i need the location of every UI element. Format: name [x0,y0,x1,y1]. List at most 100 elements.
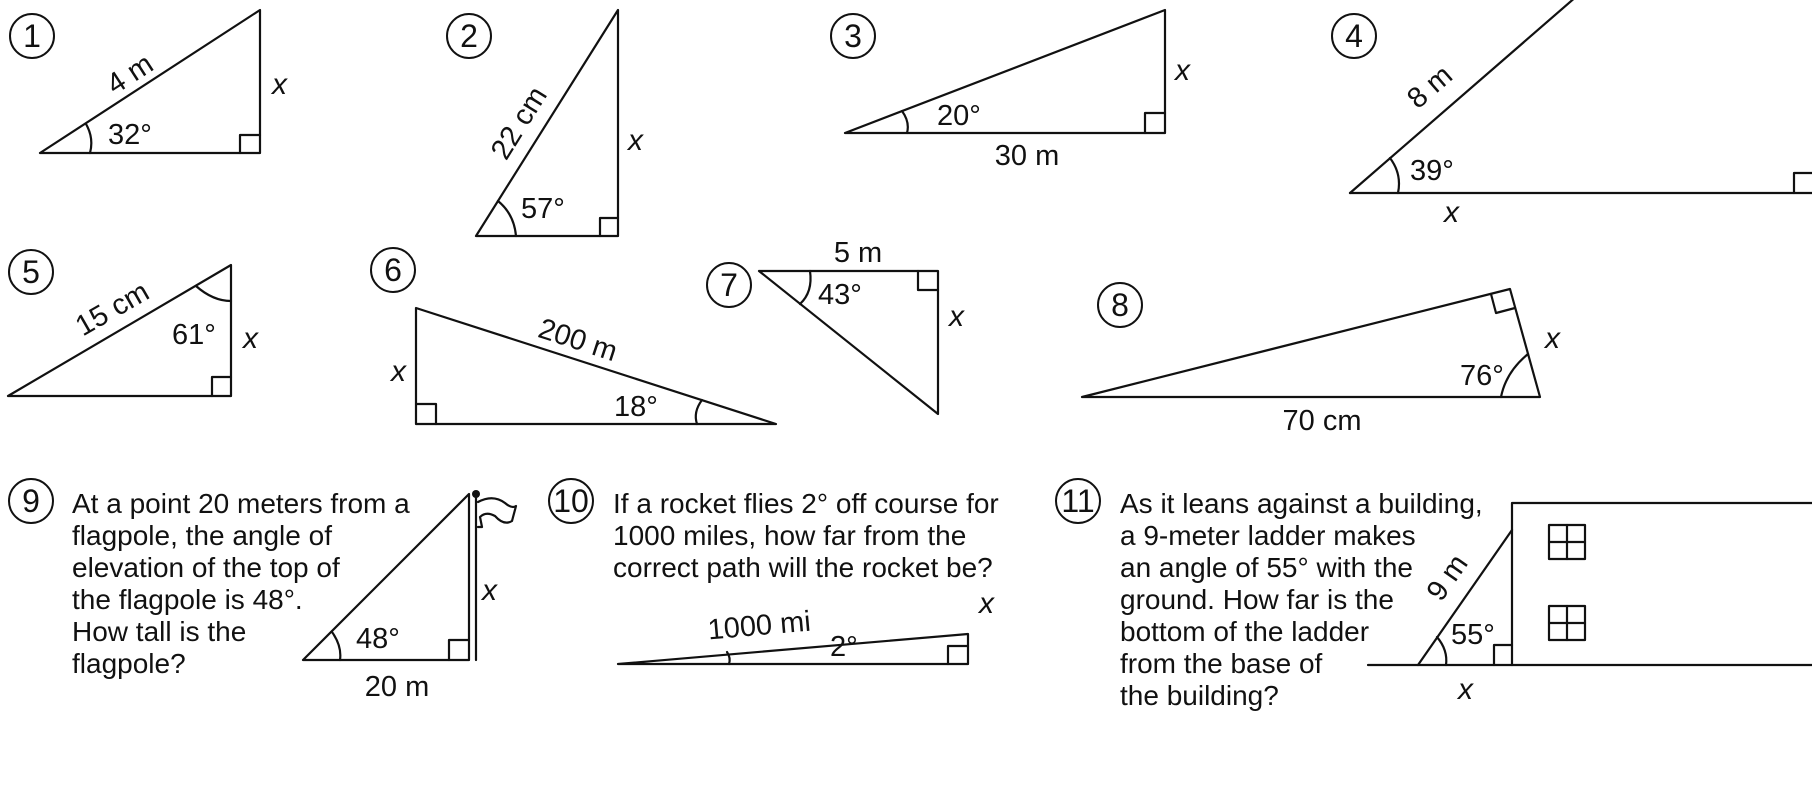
problem-11-building [1510,501,1812,667]
problem-6-triangle [414,306,778,426]
problem-2-angle-arc [496,199,518,238]
problem-9-text-line-5: How tall is the [72,616,246,647]
problem-5: 5 15 cm 61° x [6,249,259,398]
problem-6-number-circle [370,247,416,293]
problem-10-right-angle-mark [946,644,970,666]
problem-2-triangle [474,8,620,238]
problem-10-text-line-1: If a rocket flies 2° off course for [613,488,999,519]
problem-9-flagpole-top [472,490,480,498]
problem-7-unknown-label: x [947,300,965,333]
problem-4-hypotenuse-line [1348,0,1575,195]
problem-9: 9 At a point 20 meters from a flagpole, … [8,478,518,703]
problem-11-number-circle [1055,478,1101,524]
problem-2: 2 22 cm 57° x [446,8,644,238]
problem-7-triangle [757,269,940,416]
problem-9-flag-icon [476,497,518,529]
problem-1-triangle [38,8,262,155]
problem-1-angle-arc [84,122,93,155]
problem-11-text-line-4: ground. How far is the [1120,584,1394,615]
problem-11-number: 11 [1061,483,1094,519]
problem-9-text-line-2: flagpole, the angle of [72,520,332,551]
problem-2-angle-label: 57° [521,193,565,225]
problem-3-right-angle-mark [1143,111,1167,135]
problem-11-text-line-6: from the base of [1120,648,1323,679]
problem-8-angle-arc [1499,352,1530,399]
problem-8-triangle [1080,287,1542,399]
problem-5-angle-arc [194,284,233,303]
problem-5-number-circle [8,249,54,295]
problem-1-number: 1 [23,18,41,54]
problem-3-triangle [843,8,1167,135]
problem-3-number-circle [830,13,876,59]
problem-10-unknown-label: x [977,587,995,620]
problem-11-hypotenuse-label: 9 m [1421,549,1475,607]
problem-11: 11 As it leans against a building, a 9-m… [1055,478,1812,711]
problem-3-number: 3 [844,18,862,54]
problem-10-text-line-3: correct path will the rocket be? [613,552,993,583]
problem-7-right-angle-mark [916,269,940,292]
problem-4-unknown-label: x [1442,196,1460,229]
problem-11-text-line-7: the building? [1120,680,1279,711]
problem-10-hypotenuse-label: 1000 mi [706,606,812,647]
problem-9-text-line-6: flagpole? [72,648,186,679]
problem-8: 8 76° 70 cm x [1080,282,1561,437]
problem-11-text-line-2: a 9-meter ladder makes [1120,520,1416,551]
problem-3-angle-arc [900,109,909,135]
problem-11-angle-label: 55° [1451,619,1495,651]
problem-11-angle-arc [1435,635,1448,667]
problem-7-angle-arc [798,269,812,306]
problem-9-number: 9 [22,483,40,519]
problem-9-right-angle-mark [447,638,471,662]
problem-2-hypotenuse-label: 22 cm [485,81,554,165]
problem-11-text-line-5: bottom of the ladder [1120,616,1369,647]
problem-9-triangle [301,492,471,662]
problem-8-right-angle-mark [1489,292,1517,315]
problem-6-right-angle-mark [414,402,438,426]
problem-9-unknown-label: x [480,574,498,607]
problem-1-hypotenuse-label: 4 m [101,48,159,101]
problem-11-text-line-3: an angle of 55° with the [1120,552,1413,583]
problem-8-base-label: 70 cm [1283,405,1362,437]
problem-7-number: 7 [720,267,738,303]
problem-10: 10 If a rocket flies 2° off course for 1… [548,478,999,666]
problem-5-number: 5 [22,254,40,290]
problem-1-right-angle-mark [238,133,262,155]
problem-2-unknown-label: x [626,124,644,157]
problem-1-number-circle [9,13,55,59]
problem-11-ladder [1416,528,1514,667]
problem-8-number-circle [1097,282,1143,328]
problem-4-number-circle [1331,13,1377,59]
problem-7: 7 5 m 43° x [706,237,965,416]
problem-5-angle-label: 61° [172,319,216,351]
problem-3-unknown-label: x [1173,54,1191,87]
problem-9-text-line-1: At a point 20 meters from a [72,488,410,519]
problem-2-right-angle-mark [598,216,620,238]
problem-3: 3 20° 30 m x [830,8,1191,172]
problem-8-unknown-label: x [1543,322,1561,355]
problem-2-number-circle [446,13,492,59]
problem-5-unknown-label: x [241,322,259,355]
problem-8-number: 8 [1111,287,1129,323]
problem-9-text-line-4: the flagpole is 48°. [72,584,303,615]
problem-9-angle-arc [330,630,342,662]
problem-6-unknown-label: x [389,355,407,388]
problem-7-top-label: 5 m [834,237,882,269]
problem-2-number: 2 [460,18,478,54]
problem-1-angle-label: 32° [108,119,152,151]
problem-8-angle-label: 76° [1460,360,1504,392]
problem-9-angle-label: 48° [356,623,400,655]
problem-5-right-angle-mark [210,375,233,398]
problem-10-number-circle [548,478,594,524]
problem-9-number-circle [8,478,54,524]
problem-11-text-line-1: As it leans against a building, [1120,488,1483,519]
problem-10-triangle [616,632,970,666]
problem-9-base-label: 20 m [365,671,429,703]
problem-3-base-label: 30 m [995,140,1059,172]
problem-1: 1 4 m 32° x [9,8,288,155]
problem-10-number: 10 [553,483,589,519]
problem-7-angle-label: 43° [818,279,862,311]
problem-11-right-angle-mark [1492,643,1514,667]
problem-10-text-line-2: 1000 miles, how far from the [613,520,966,551]
problem-6: 6 200 m 18° x [370,247,778,426]
